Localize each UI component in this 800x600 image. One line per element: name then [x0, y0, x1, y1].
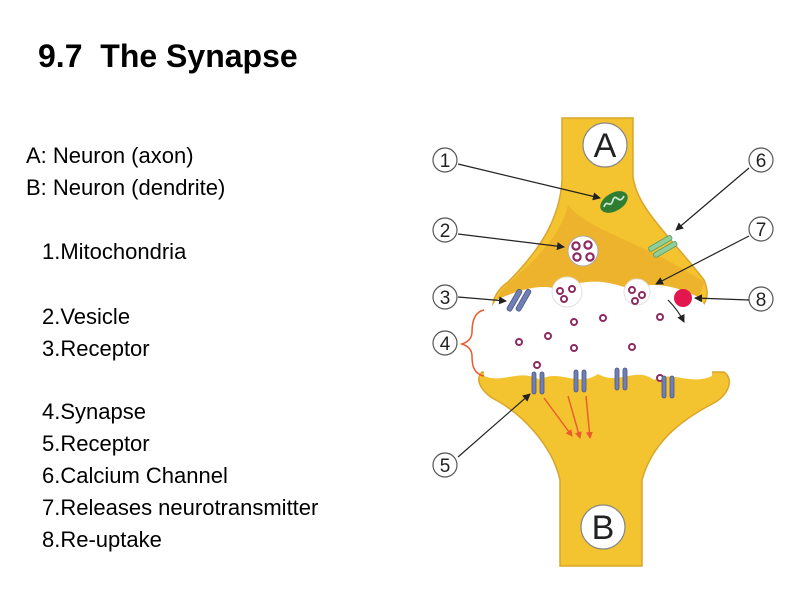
- svg-text:A: A: [594, 127, 617, 165]
- legend-item-2: 2.Vesicle: [42, 304, 131, 329]
- svg-text:6: 6: [756, 151, 767, 172]
- callout-6: 6: [748, 147, 774, 173]
- neurotransmitters-in-cleft: [515, 313, 664, 382]
- svg-text:7: 7: [756, 220, 767, 241]
- calcium-channel: [648, 235, 678, 258]
- receptors-postsynaptic: [531, 367, 675, 399]
- page-title: 9.7 The Synapse: [38, 38, 298, 74]
- legend-item-7: 7.Releases neurotransmitter: [42, 495, 319, 520]
- legend-item-5: 5.Receptor: [42, 431, 150, 456]
- svg-text:3: 3: [440, 288, 451, 309]
- synaptic-cleft: [484, 281, 712, 380]
- legend-item-8: 8.Re-uptake: [42, 527, 162, 552]
- callout-4: 4: [432, 330, 458, 356]
- leader-arrows: [457, 163, 750, 458]
- subtitle-neuron-a: A: Neuron (axon): [26, 143, 194, 168]
- vesicle-icon: [567, 235, 599, 267]
- receptor-presynaptic: [506, 288, 532, 312]
- vesicle-fusing: [551, 276, 583, 308]
- svg-text:2: 2: [440, 221, 451, 242]
- subtitle-neuron-b: B: Neuron (dendrite): [26, 175, 226, 200]
- callout-8: 8: [748, 286, 774, 312]
- neuron-b-label: B: [580, 504, 626, 550]
- callout-1: 1: [432, 147, 458, 173]
- signal-arrows: [543, 395, 593, 439]
- reuptake-transporter: [674, 289, 692, 307]
- callout-2: 2: [432, 217, 458, 243]
- svg-text:8: 8: [756, 290, 767, 311]
- svg-text:B: B: [592, 509, 615, 547]
- mitochondria-icon: [600, 191, 628, 213]
- svg-text:5: 5: [440, 456, 451, 477]
- callout-3: 3: [432, 284, 458, 310]
- callout-7: 7: [748, 216, 774, 242]
- legend-item-1: 1.Mitochondria: [42, 239, 187, 264]
- svg-text:4: 4: [440, 334, 451, 355]
- legend-item-6: 6.Calcium Channel: [42, 463, 228, 488]
- neurotransmitter-cluster: [556, 285, 646, 305]
- svg-text:1: 1: [440, 151, 451, 172]
- legend-item-3: 3.Receptor: [42, 336, 150, 361]
- neuron-a-label: A: [582, 122, 628, 168]
- synapse-bracket: [459, 309, 485, 377]
- callout-5: 5: [432, 452, 458, 478]
- legend-item-4: 4.Synapse: [42, 399, 146, 424]
- neuron-b-body: [478, 371, 731, 567]
